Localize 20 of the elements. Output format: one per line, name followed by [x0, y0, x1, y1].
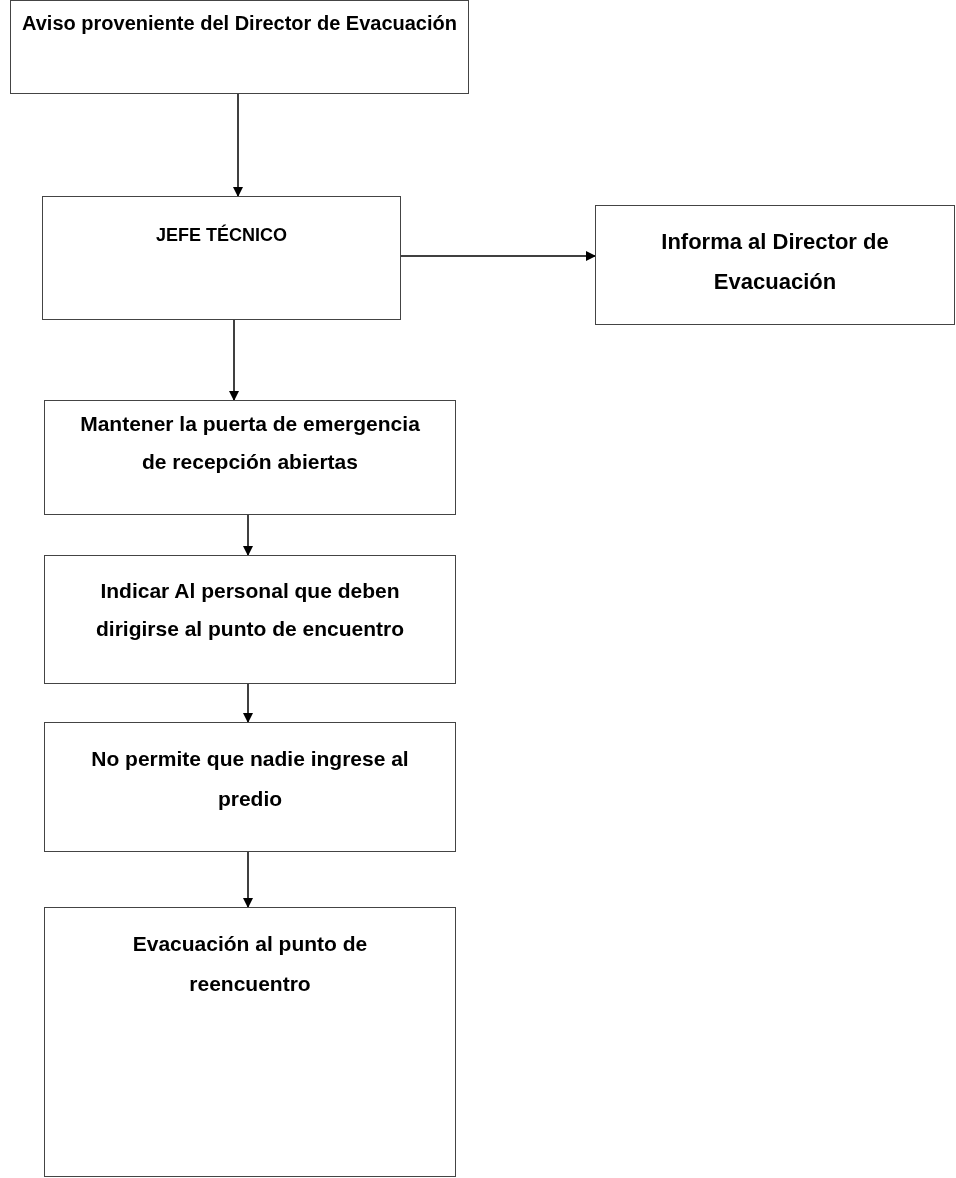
- process-box: [44, 400, 456, 515]
- box-label: Informa al Director de Evacuación: [660, 228, 890, 296]
- process-box: [44, 722, 456, 852]
- arrow: [243, 514, 253, 556]
- process-box: [44, 555, 456, 684]
- box-label: Mantener la puerta de emergencia de recepción abiertas: [79, 411, 421, 475]
- arrow: [400, 251, 596, 261]
- box-label: JEFE TÉCNICO: [156, 223, 287, 247]
- process-box: [44, 907, 456, 1177]
- box-label: No permite que nadie ingrese al predio: [90, 746, 410, 812]
- arrow: [233, 93, 243, 197]
- box-label: Evacuación al punto de reencuentro: [131, 931, 369, 997]
- process-box: [595, 205, 955, 325]
- arrow: [243, 683, 253, 723]
- process-box: [42, 196, 401, 320]
- box-label: Aviso proveniente del Director de Evacuación: [22, 11, 457, 36]
- box-label: Indicar Al personal que deben dirigirse al punto de encuentro: [94, 578, 405, 642]
- arrow: [229, 319, 239, 401]
- process-box: [10, 0, 469, 94]
- arrow: [243, 851, 253, 908]
